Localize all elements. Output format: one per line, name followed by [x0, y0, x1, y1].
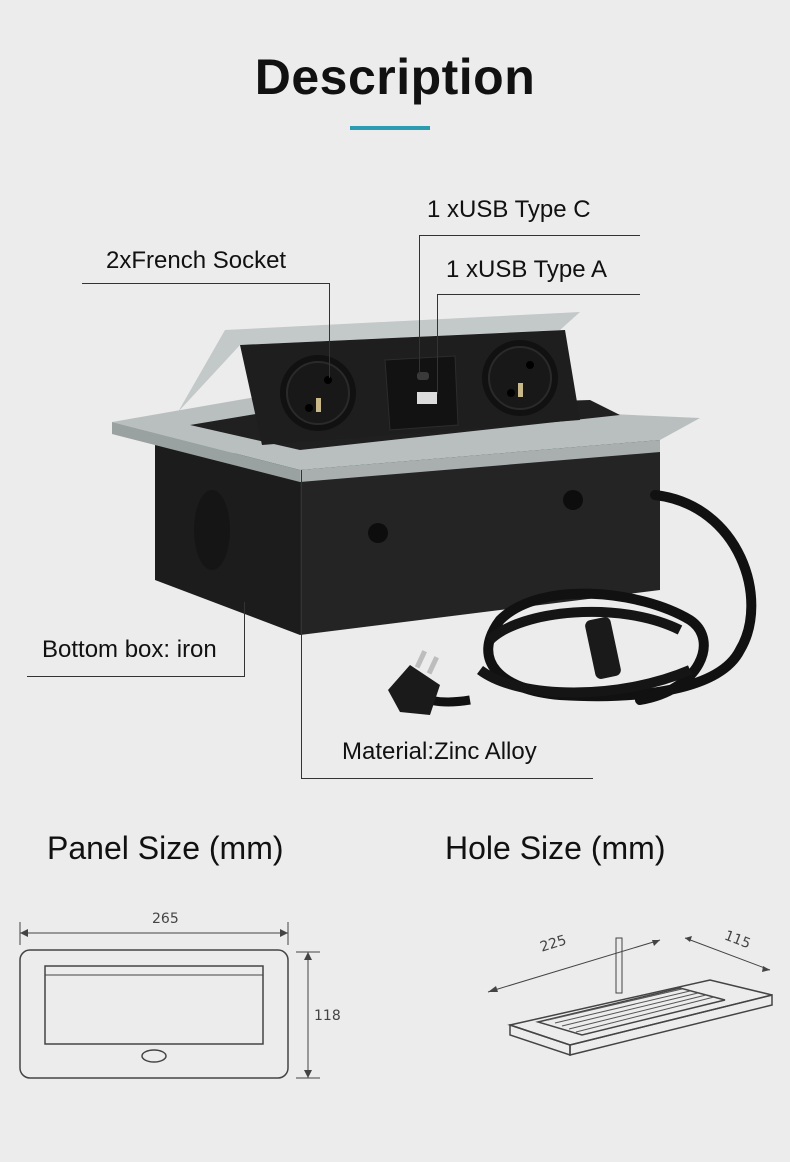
page-title: Description — [254, 49, 536, 105]
hole-size-drawing — [487, 936, 773, 1057]
usb-type-c-label: 1 xUSB Type C — [427, 196, 591, 223]
panel-width-value: 265 — [152, 911, 179, 927]
pop-up-socket-illustration — [112, 312, 757, 715]
bottom-box-leader — [27, 676, 245, 677]
hole-size-heading: Hole Size (mm) — [445, 830, 666, 866]
panel-height-value: 118 — [314, 1008, 341, 1024]
title-underline — [350, 126, 430, 130]
french-socket-leader-vertical — [329, 283, 330, 378]
usb-type-a-leader-vertical — [437, 294, 438, 394]
material-leader — [301, 778, 593, 779]
material-label: Material:Zinc Alloy — [342, 738, 537, 765]
french-socket-leader — [82, 283, 330, 284]
usb-type-a-label: 1 xUSB Type A — [446, 256, 607, 283]
bottom-box-label: Bottom box: iron — [42, 636, 217, 663]
usb-type-a-leader — [437, 294, 640, 295]
usb-type-c-leader-vertical — [419, 235, 420, 375]
usb-type-c-leader — [419, 235, 640, 236]
bottom-box-leader-vertical — [244, 602, 245, 677]
french-socket-label: 2xFrench Socket — [106, 247, 287, 274]
material-leader-vertical — [301, 470, 302, 778]
panel-size-heading: Panel Size (mm) — [47, 830, 284, 866]
panel-size-drawing — [19, 922, 320, 1079]
